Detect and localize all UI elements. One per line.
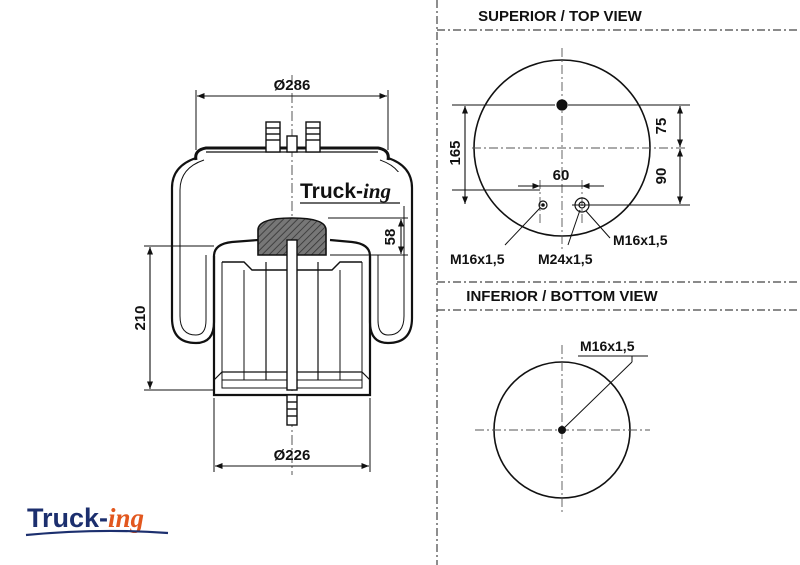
bottom-thread-label: M16x1,5 [580,338,635,354]
bellows-outline [170,156,414,345]
top-holes [538,99,590,213]
dim-piston-offset: 58 [382,229,399,246]
top-view-header: SUPERIOR / TOP VIEW [478,8,642,25]
svg-text:Truck-ing: Truck-ing [300,179,391,203]
dim-60: 60 [553,167,570,184]
bump-stop [257,217,327,256]
svg-text:Truck-ing: Truck-ing [27,503,144,533]
bottom-stud [286,239,298,426]
dim-top-diameter: Ø286 [274,77,311,94]
dim-75: 75 [653,118,670,135]
watermark-text-a: Truck- [300,180,363,203]
logo-text-b: ing [108,503,144,533]
thread-center-label: M24x1,5 [538,251,593,267]
drawing-watermark: Truck-ing [296,172,406,206]
brand-logo: Truck-ing [25,503,169,537]
side-dimension-lines [146,92,405,470]
logo-swoosh [25,529,169,537]
side-view: Ø286 Ø226 210 58 Truck-ing [132,75,414,475]
top-leaders [504,207,611,246]
thread-left-label: M16x1,5 [450,251,505,267]
top-view: SUPERIOR / TOP VIEW [447,8,690,267]
bottom-view-header: INFERIOR / BOTTOM VIEW [466,288,658,305]
dim-165: 165 [447,140,464,165]
dim-90: 90 [653,168,670,185]
bottom-leader [561,355,648,431]
top-studs [265,121,321,153]
view-dividers [436,0,800,565]
logo-text-a: Truck- [27,503,108,533]
dim-bottom-diameter: Ø226 [274,447,311,464]
dim-height: 210 [132,305,149,330]
bottom-view: INFERIOR / BOTTOM VIEW M16x1,5 [466,288,659,515]
top-dimension-lines [461,106,684,204]
watermark-text-b: ing [363,179,391,203]
thread-right-label: M16x1,5 [613,232,668,248]
